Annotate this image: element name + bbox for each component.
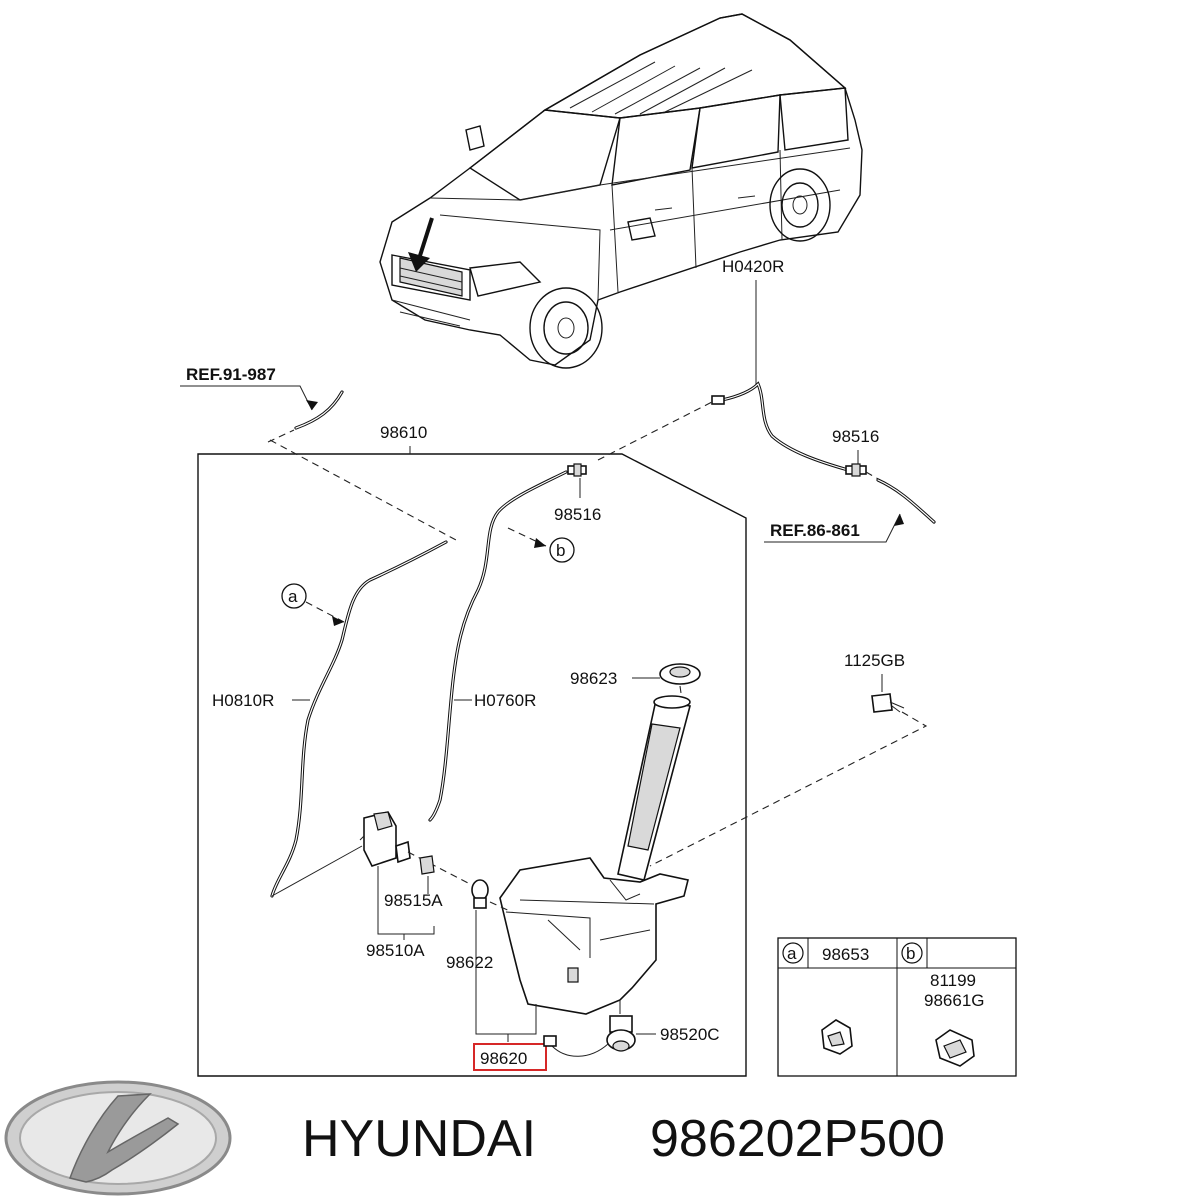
hose-mid-label: H0760R xyxy=(474,691,536,710)
bolt-label: 1125GB xyxy=(844,651,905,670)
legend-marker-a: a xyxy=(787,944,797,963)
connector-outer-label: 98516 xyxy=(832,427,879,446)
brand-name: HYUNDAI xyxy=(302,1110,536,1168)
connector-inner: 98516 xyxy=(554,463,601,524)
legend-part-a: 98653 xyxy=(822,945,869,964)
legend-part-b2: 98661G xyxy=(924,991,985,1010)
vehicle-illustration xyxy=(379,13,863,369)
reservoir-98620 xyxy=(499,695,691,1015)
hose-h0760r: H0760R xyxy=(428,470,568,822)
marker-b-label: b xyxy=(556,541,565,560)
connector-inner-label: 98516 xyxy=(554,505,601,524)
marker-b-callout: b xyxy=(507,527,575,563)
marker-a-label: a xyxy=(288,587,298,606)
marker-a-callout: a xyxy=(281,583,345,626)
cap-98623: 98623 xyxy=(570,663,701,701)
grommet-98515a: 98515A xyxy=(384,855,443,910)
bolt-1125gb: 1125GB xyxy=(649,651,928,867)
pump-98510a xyxy=(271,811,471,897)
hyundai-logo xyxy=(4,1080,232,1196)
hose-top-label: H0420R xyxy=(722,257,784,276)
assembly-frame xyxy=(197,453,747,1077)
ref-right-label: REF.86-861 xyxy=(770,521,860,540)
level-sensor-98520c: 98520C xyxy=(543,1000,720,1057)
assembly-callout: 98610 xyxy=(380,423,427,454)
seal-98622: 98622 xyxy=(446,879,513,972)
reservoir-highlight-box xyxy=(473,1043,547,1071)
hose-h0810r: H0810R xyxy=(212,540,448,898)
assembly-label: 98610 xyxy=(380,423,427,442)
ref-left-label: REF.91-987 xyxy=(186,365,276,384)
grommet-label: 98515A xyxy=(384,891,443,910)
cap-label: 98623 xyxy=(570,669,617,688)
level-sensor-label: 98520C xyxy=(660,1025,720,1044)
pump-label: 98510A xyxy=(366,941,425,960)
part-number: 986202P500 xyxy=(650,1110,945,1168)
legend-part-b1: 81199 xyxy=(930,971,976,990)
seal-label: 98622 xyxy=(446,953,493,972)
ref-left-callout: REF.91-987 xyxy=(180,365,344,443)
hose-left-label: H0810R xyxy=(212,691,274,710)
ref-right-callout: REF.86-861 xyxy=(764,513,904,543)
legend-table: a 98653 b 81199 98661G xyxy=(777,937,1017,1077)
reservoir-label: 98620 xyxy=(480,1049,527,1068)
hose-h0420r: H0420R xyxy=(597,257,850,472)
connector-outer: 98516 xyxy=(832,427,936,524)
legend-marker-b: b xyxy=(906,944,915,963)
